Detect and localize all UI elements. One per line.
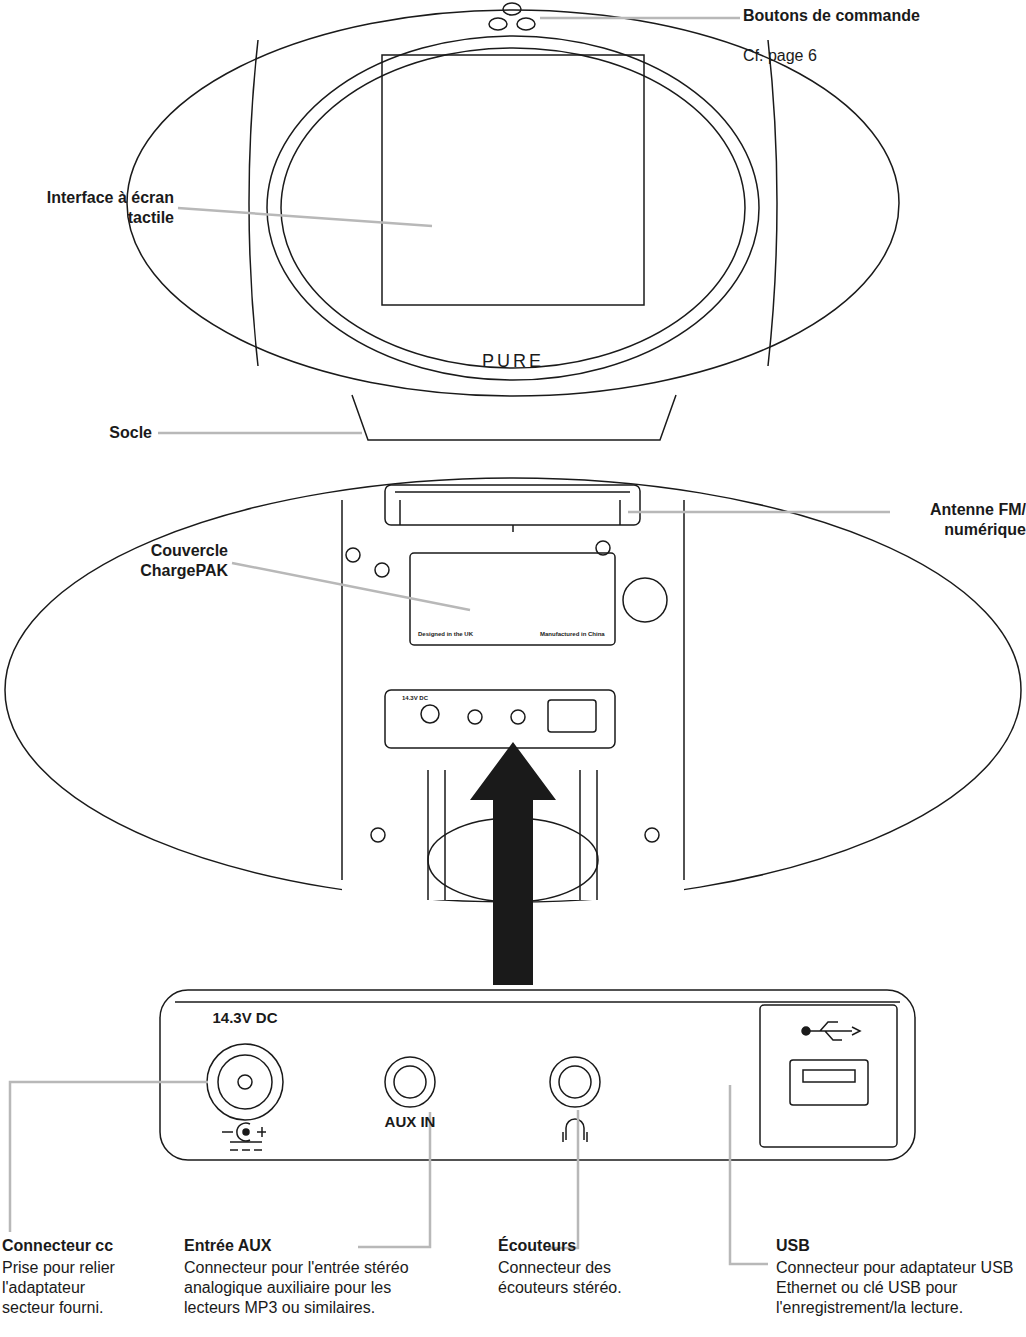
panel-marking: AUX IN [380, 1114, 440, 1130]
bezel-ring-inner [281, 48, 745, 368]
callout-note: Connecteur pour adaptateur USB Ethernet … [776, 1258, 1026, 1318]
cover-marking: Designed in the UK [418, 630, 488, 638]
headphone-jack-inner [559, 1066, 591, 1098]
dc-jack-ring [218, 1055, 272, 1109]
callout-note: Connecteur des écouteurs stéréo. [498, 1258, 668, 1298]
dc-jack [207, 1044, 283, 1120]
headphone-jack [550, 1057, 600, 1107]
callout-heading: Connecteur cc [2, 1236, 172, 1256]
antenna [385, 485, 640, 525]
callout-heading: USB [776, 1236, 1016, 1256]
panel-marking: 14.3V DC [185, 1008, 305, 1027]
front-shell [127, 10, 899, 396]
headphone-jack-small [511, 710, 525, 724]
control-button [503, 3, 521, 15]
callout-heading: Couvercle ChargePAK [80, 541, 228, 581]
bezel-ring-outer [267, 36, 759, 380]
base-stand [352, 395, 676, 440]
control-button [489, 18, 507, 30]
callout-heading: Antenne FM/ numérique [896, 500, 1026, 540]
back-hole [623, 578, 667, 622]
aux-jack-inner [394, 1066, 426, 1098]
callout-heading: Interface à écran tactile [40, 188, 174, 228]
polarity-symbol [237, 1123, 250, 1141]
zoom-arrow [470, 742, 556, 985]
polarity-symbol [222, 1127, 266, 1150]
usb-port [790, 1060, 868, 1105]
screw [375, 563, 389, 577]
cover-marking: Manufactured in China [540, 630, 612, 638]
usb-symbol [808, 1022, 860, 1040]
callout-heading: Entrée AUX [184, 1236, 364, 1256]
aux-jack [385, 1057, 435, 1107]
aux-jack-small [468, 710, 482, 724]
connector-panel [160, 990, 915, 1160]
callout-note: Connecteur pour l'entrée stéréo analogiq… [184, 1258, 434, 1318]
usb-frame [760, 1005, 897, 1147]
panel-marking: 14.3V DC [402, 694, 452, 702]
headphone-icon [563, 1119, 587, 1142]
antenna-detail [395, 492, 630, 532]
callout-note: Cf. page 6 [743, 46, 923, 66]
screw [645, 828, 659, 842]
polarity-symbol [243, 1129, 249, 1135]
leader-lines [10, 18, 890, 1264]
chargepak-cover [410, 553, 615, 645]
callout-heading: Socle [60, 423, 152, 443]
usb-symbol [802, 1027, 810, 1035]
callout-note: Prise pour relier l'adaptateur secteur f… [2, 1258, 120, 1318]
dc-jack-pin [238, 1075, 252, 1089]
screw [346, 548, 360, 562]
touch-screen [382, 55, 644, 305]
usb-tongue [803, 1070, 855, 1082]
side-bands [249, 40, 777, 366]
dc-jack-small [421, 705, 439, 723]
callout-heading: Boutons de commande [743, 6, 923, 26]
usb-port-small [548, 700, 596, 732]
callout-heading: Écouteurs [498, 1236, 678, 1256]
control-button [517, 18, 535, 30]
panel-edge [175, 1001, 900, 1003]
brand-logo: PURE [463, 350, 563, 373]
screw [596, 541, 610, 555]
screw [371, 828, 385, 842]
connector-strip [385, 690, 615, 748]
